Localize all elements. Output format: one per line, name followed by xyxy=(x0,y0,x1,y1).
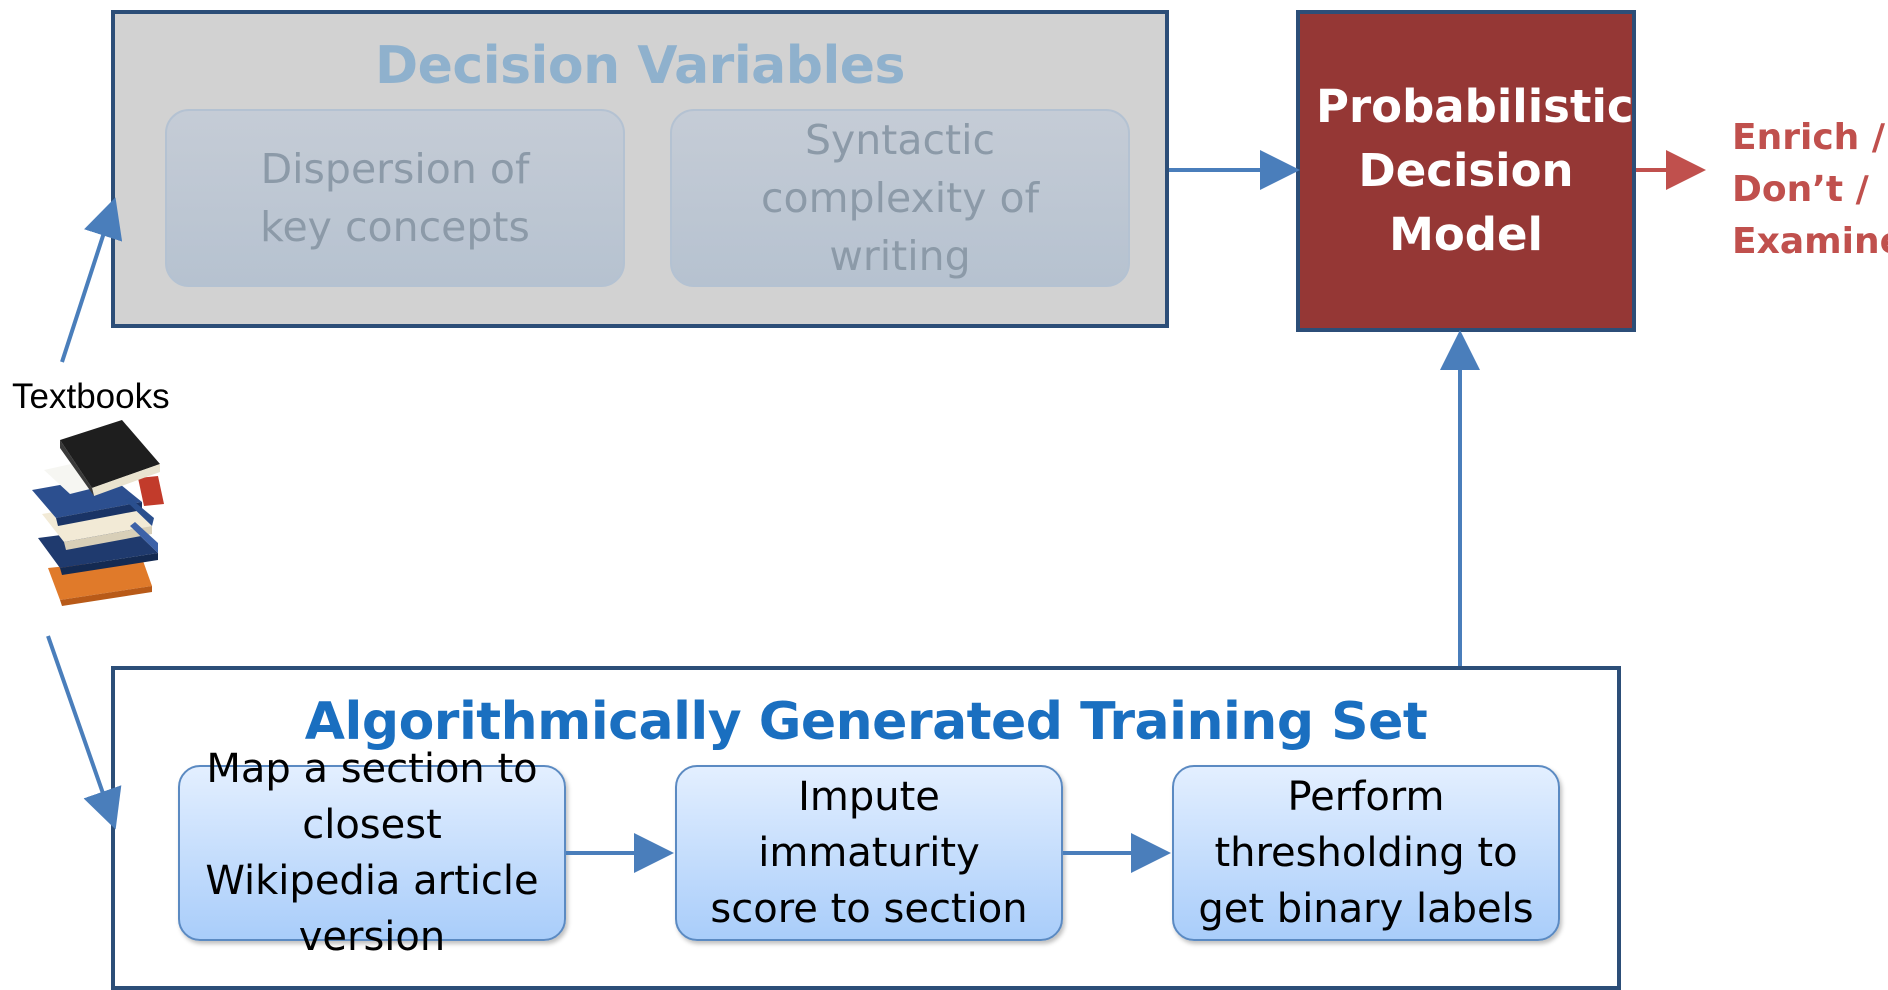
training-set-title: Algorithmically Generated Training Set xyxy=(304,692,1428,752)
training-set-panel: Algorithmically Generated Training Set M… xyxy=(111,666,1621,990)
dispersion-of-key-concepts-box: Dispersion of key concepts xyxy=(165,109,625,287)
syntactic-complexity-box: Syntactic complexity of writing xyxy=(670,109,1130,287)
decision-variables-panel: Decision Variables Dispersion of key con… xyxy=(111,10,1169,328)
decision-variables-title: Decision Variables xyxy=(374,36,906,96)
thresholding-step-box: Perform thresholding to get binary label… xyxy=(1172,765,1560,941)
thresholding-step-label: Perform thresholding to get binary label… xyxy=(1198,774,1534,932)
probabilistic-decision-model-box: Probabilistic Decision Model xyxy=(1296,10,1636,332)
textbooks-label: Textbooks xyxy=(12,377,170,416)
textbooks-to-training-set-arrow xyxy=(46,635,122,830)
textbooks-to-decision-variables-arrow xyxy=(60,197,123,363)
impute-score-step-box: Impute immaturity score to section xyxy=(675,765,1063,941)
dispersion-of-key-concepts-label: Dispersion of key concepts xyxy=(260,145,530,251)
impute-score-step-label: Impute immaturity score to section xyxy=(710,774,1028,932)
output-label: Enrich / Don’t / Examine xyxy=(1732,117,1888,262)
map-section-step-label: Map a section to closest Wikipedia artic… xyxy=(205,746,539,960)
syntactic-complexity-label: Syntactic complexity of writing xyxy=(760,116,1040,280)
book-stack-icon xyxy=(32,420,164,606)
probabilistic-decision-model-label: Probabilistic Decision Model xyxy=(1316,80,1634,261)
map-section-step-box: Map a section to closest Wikipedia artic… xyxy=(178,746,566,960)
